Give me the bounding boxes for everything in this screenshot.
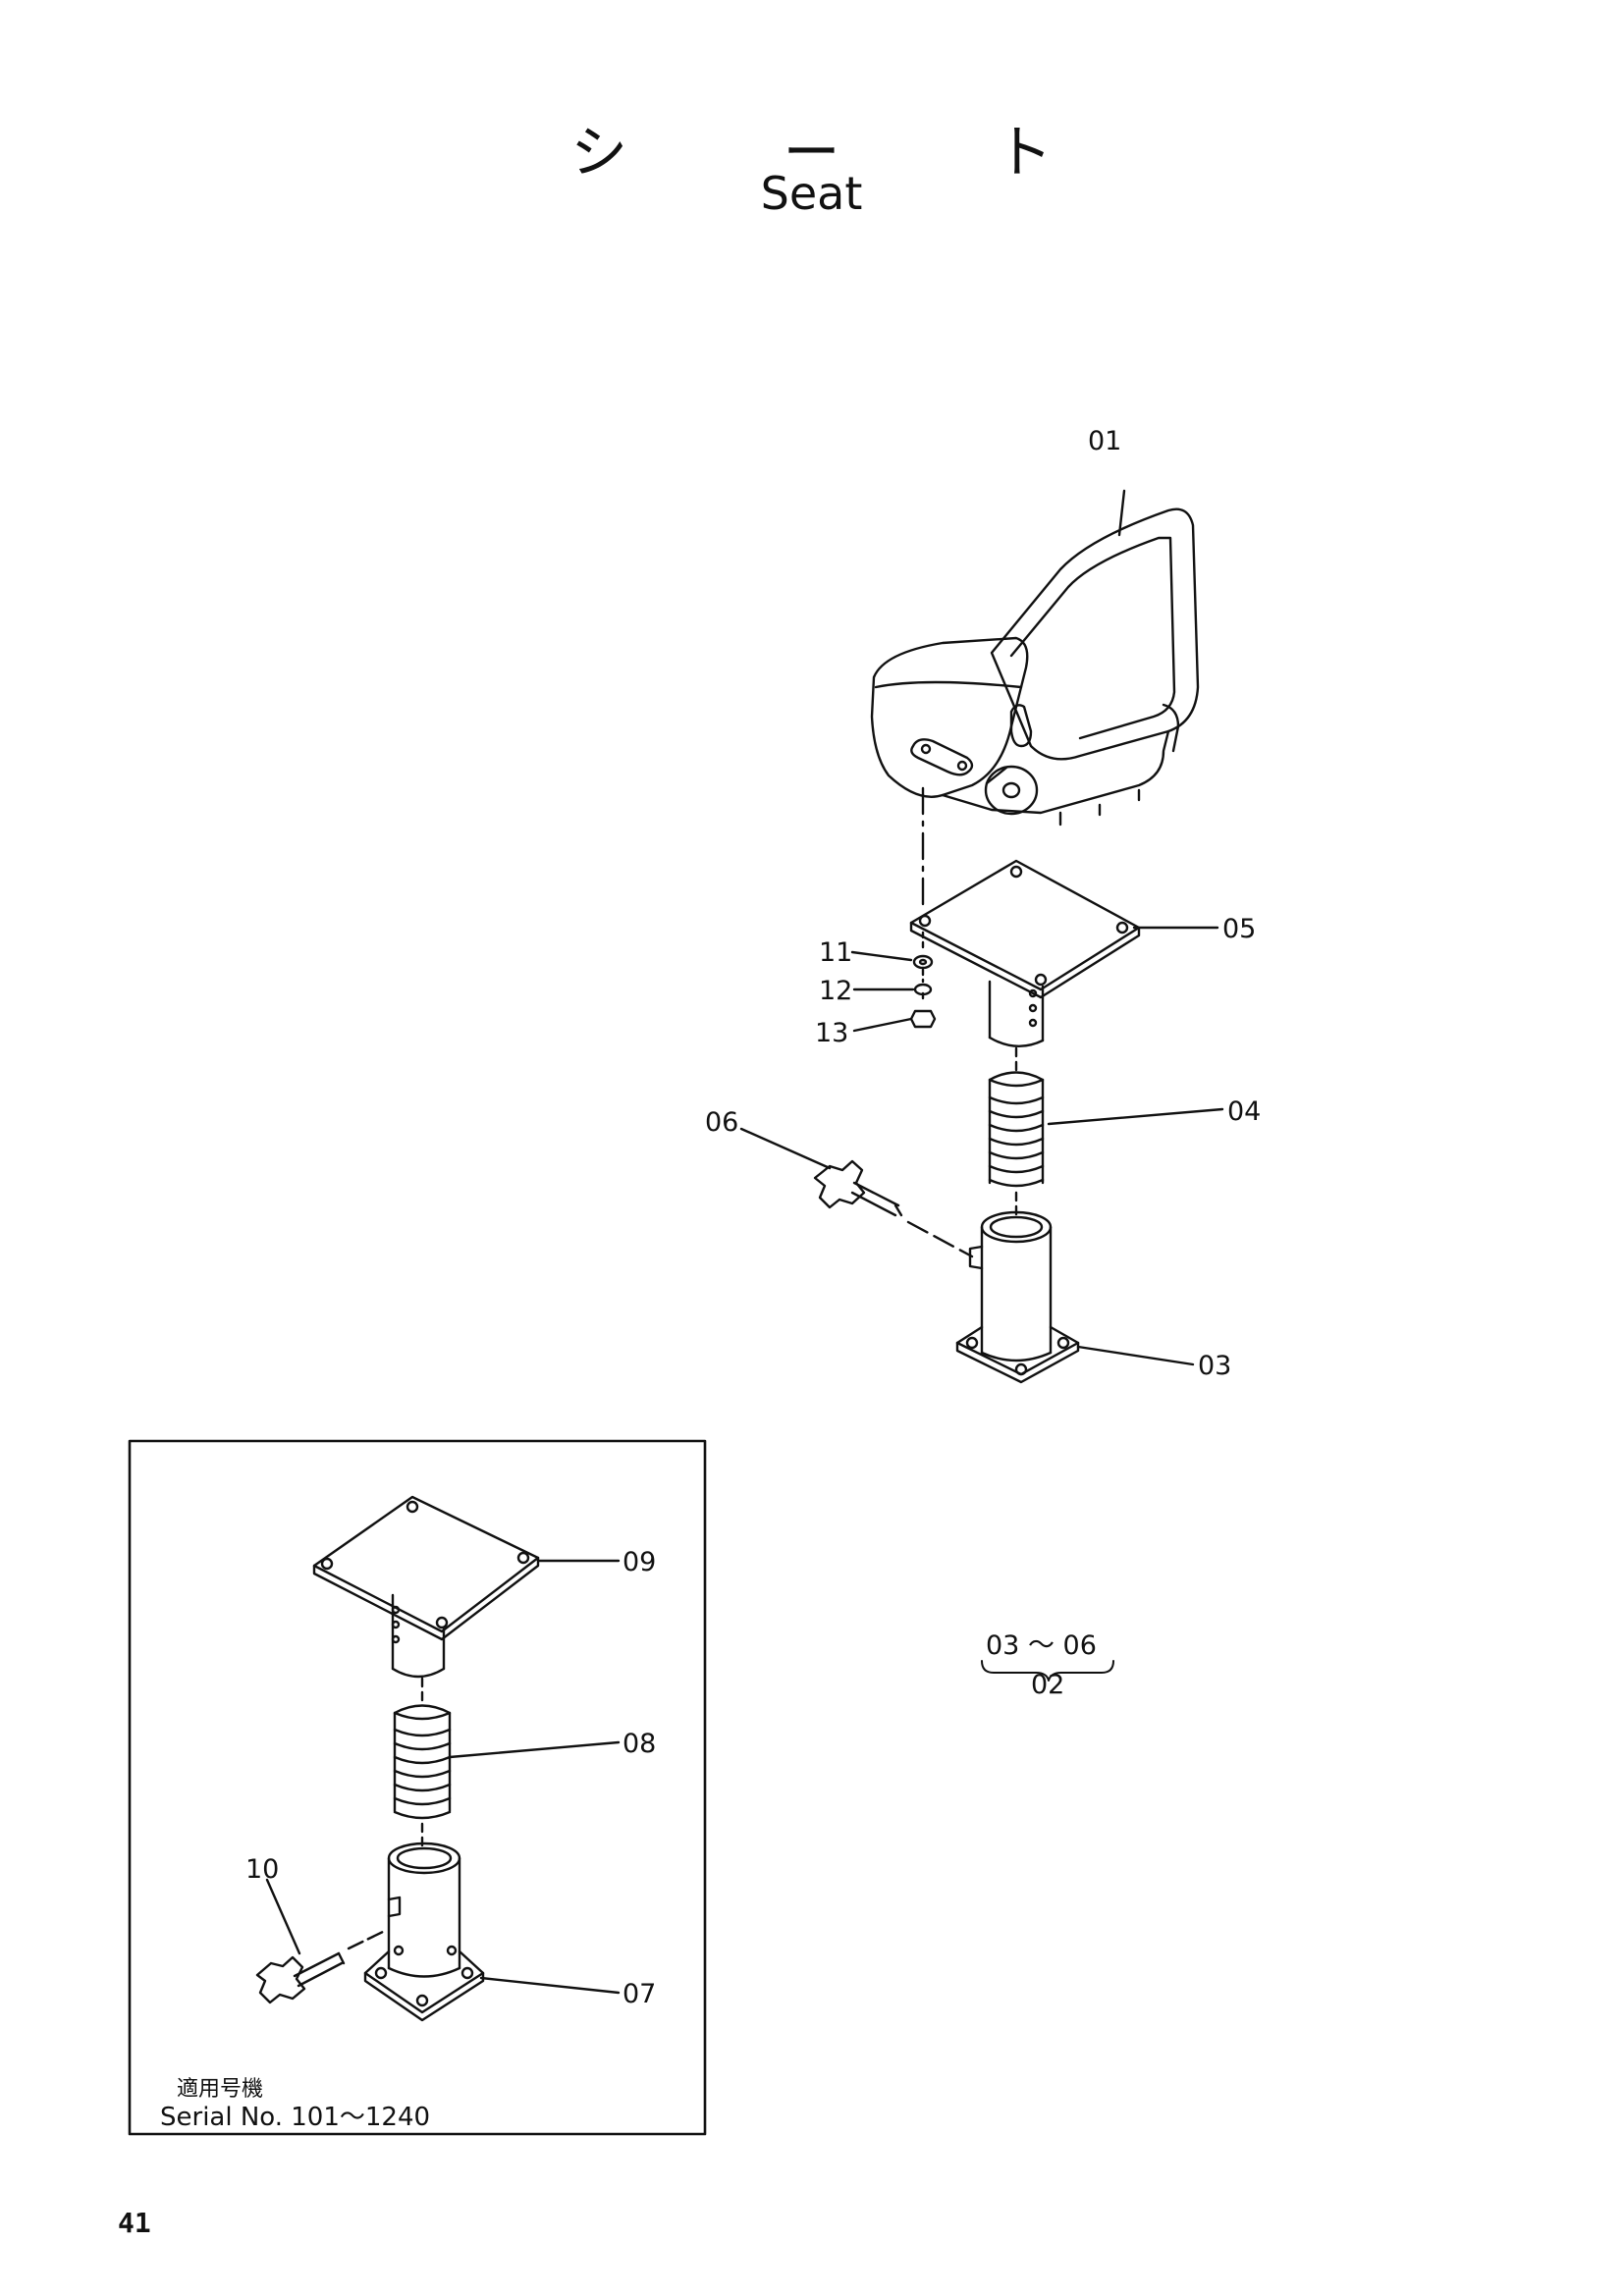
page-title-english: Seat (760, 167, 863, 220)
label-03: 03 (1198, 1351, 1231, 1381)
group-assembly: 02 (1031, 1670, 1064, 1700)
inset-spring-drawing (393, 1704, 452, 1847)
page-number: 41 (118, 2207, 151, 2239)
applicable-models-label: 適用号機 (177, 2077, 264, 2102)
plate-drawing (909, 859, 1141, 1072)
inset-plate-drawing (312, 1495, 540, 1702)
base-drawing (955, 1210, 1080, 1384)
inset-knob-bolt-drawing (255, 1929, 387, 2004)
label-08: 08 (622, 1729, 656, 1759)
serial-range: Serial No. 101～1240 (160, 2103, 431, 2132)
label-06: 06 (705, 1107, 738, 1138)
label-12: 12 (819, 976, 852, 1006)
label-11: 11 (819, 937, 852, 968)
label-04: 04 (1227, 1096, 1261, 1127)
group-range: 03 ～ 06 (986, 1630, 1097, 1661)
knob-bolt-drawing (813, 1159, 974, 1258)
label-13: 13 (815, 1018, 848, 1048)
spring-drawing (988, 1071, 1045, 1219)
fastener-drawing (909, 931, 937, 1029)
label-05: 05 (1222, 914, 1256, 944)
label-01: 01 (1088, 426, 1121, 456)
label-07: 07 (622, 1979, 656, 2009)
seat-drawing (870, 507, 1200, 910)
label-10: 10 (245, 1854, 279, 1885)
label-09: 09 (622, 1547, 656, 1577)
page-title-japanese: シ ー ト (570, 119, 1121, 186)
